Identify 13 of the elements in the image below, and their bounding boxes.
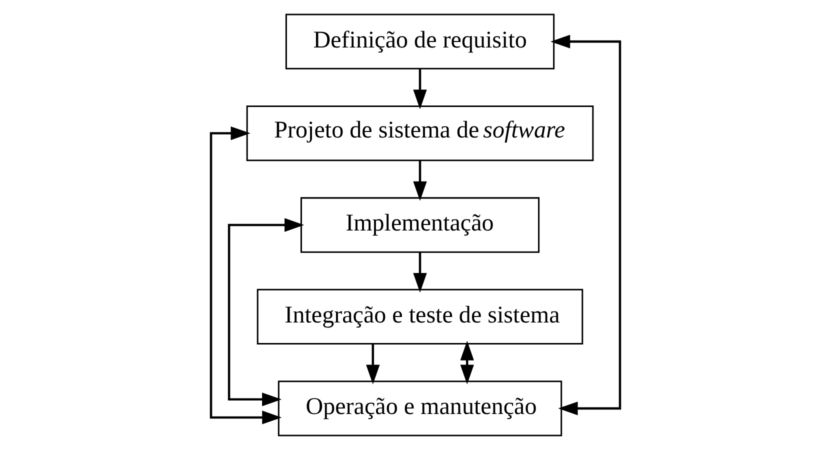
node-box: Projeto de sistema de software bbox=[246, 105, 594, 162]
node-box: Integração e teste de sistema bbox=[256, 288, 583, 345]
node-box: Operação e manutenção bbox=[277, 380, 562, 436]
arrow bbox=[412, 160, 426, 201]
arrow bbox=[412, 69, 426, 110]
arrow bbox=[412, 252, 426, 293]
node-box: Definição de requisito bbox=[284, 14, 554, 70]
arrow bbox=[550, 34, 621, 416]
arrow bbox=[366, 344, 380, 384]
arrow bbox=[460, 340, 474, 384]
arrow bbox=[227, 218, 304, 406]
arrow bbox=[209, 126, 282, 424]
node-box: Implementação bbox=[300, 197, 540, 253]
